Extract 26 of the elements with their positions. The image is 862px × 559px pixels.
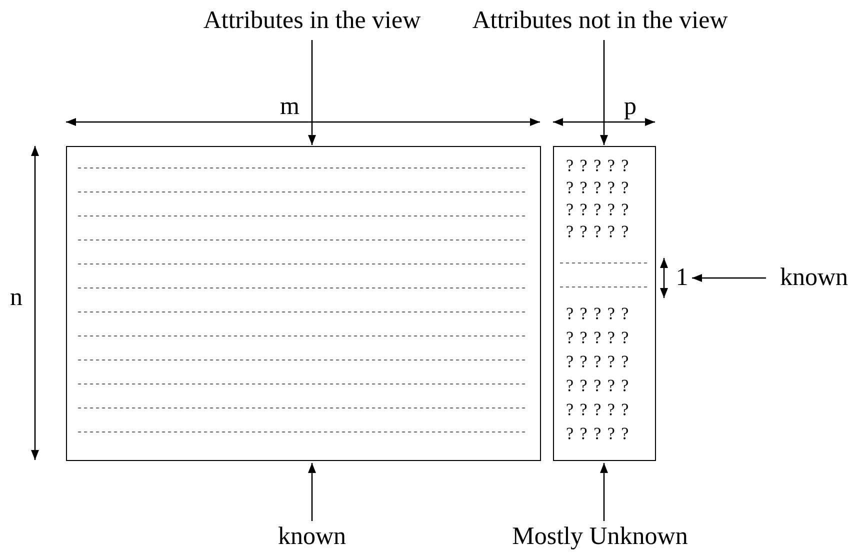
node-label: Attributes in the view [182,6,442,38]
arrow [308,463,316,521]
arrow [600,463,608,521]
matrix-box [553,146,656,461]
unknown-values-row: ? ? ? ? ? [566,305,630,323]
arrow [600,40,608,145]
dimension-label: p [624,92,636,122]
node-label: Attributes not in the view [455,6,745,38]
unknown-values-row: ? ? ? ? ? [566,201,630,219]
matrix-box [66,146,541,461]
unknown-values-row: ? ? ? ? ? [566,353,630,371]
unknown-values-row: ? ? ? ? ? [566,401,630,419]
node-label: known [768,263,860,293]
unknown-values-row: ? ? ? ? ? [566,157,630,175]
dimension-label: n [10,283,22,313]
arrow [308,40,316,145]
unknown-values-row: ? ? ? ? ? [566,425,630,443]
arrow [692,274,766,282]
unknown-values-row: ? ? ? ? ? [566,223,630,241]
unknown-values-row: ? ? ? ? ? [566,179,630,197]
node-label: 1 [674,263,690,293]
unknown-values-row: ? ? ? ? ? [566,377,630,395]
node-label: known [262,522,362,554]
dimension-label: m [280,92,300,122]
node-label: Mostly Unknown [470,522,730,554]
unknown-values-row: ? ? ? ? ? [566,329,630,347]
